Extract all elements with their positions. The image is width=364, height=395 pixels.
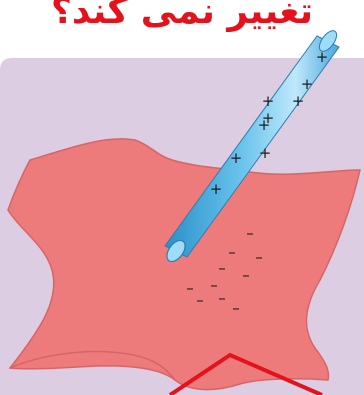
cloth [8,139,360,390]
cloth-minus-charge: – [186,279,194,297]
rod-plus-charge: + [292,92,305,110]
cloth-minus-charge: – [210,276,218,294]
rod-plus-charge: + [230,149,243,167]
cloth-minus-charge: – [232,299,240,317]
cloth-minus-charge: – [246,224,254,242]
cloth-minus-charge: – [196,291,204,309]
rod-plus-charge: + [301,75,314,93]
rod-plus-charge: + [316,48,329,66]
cloth-minus-charge: – [228,243,236,261]
cloth-minus-charge: – [255,248,263,266]
rod-plus-charge: + [262,92,275,110]
cloth-minus-charge: – [218,259,226,277]
rod-plus-charge: + [259,144,272,162]
cloth-minus-charge: – [218,289,226,307]
rod-plus-charge: + [258,116,271,134]
cloth-minus-charge: – [242,266,250,284]
rod-plus-charge: + [210,180,223,198]
